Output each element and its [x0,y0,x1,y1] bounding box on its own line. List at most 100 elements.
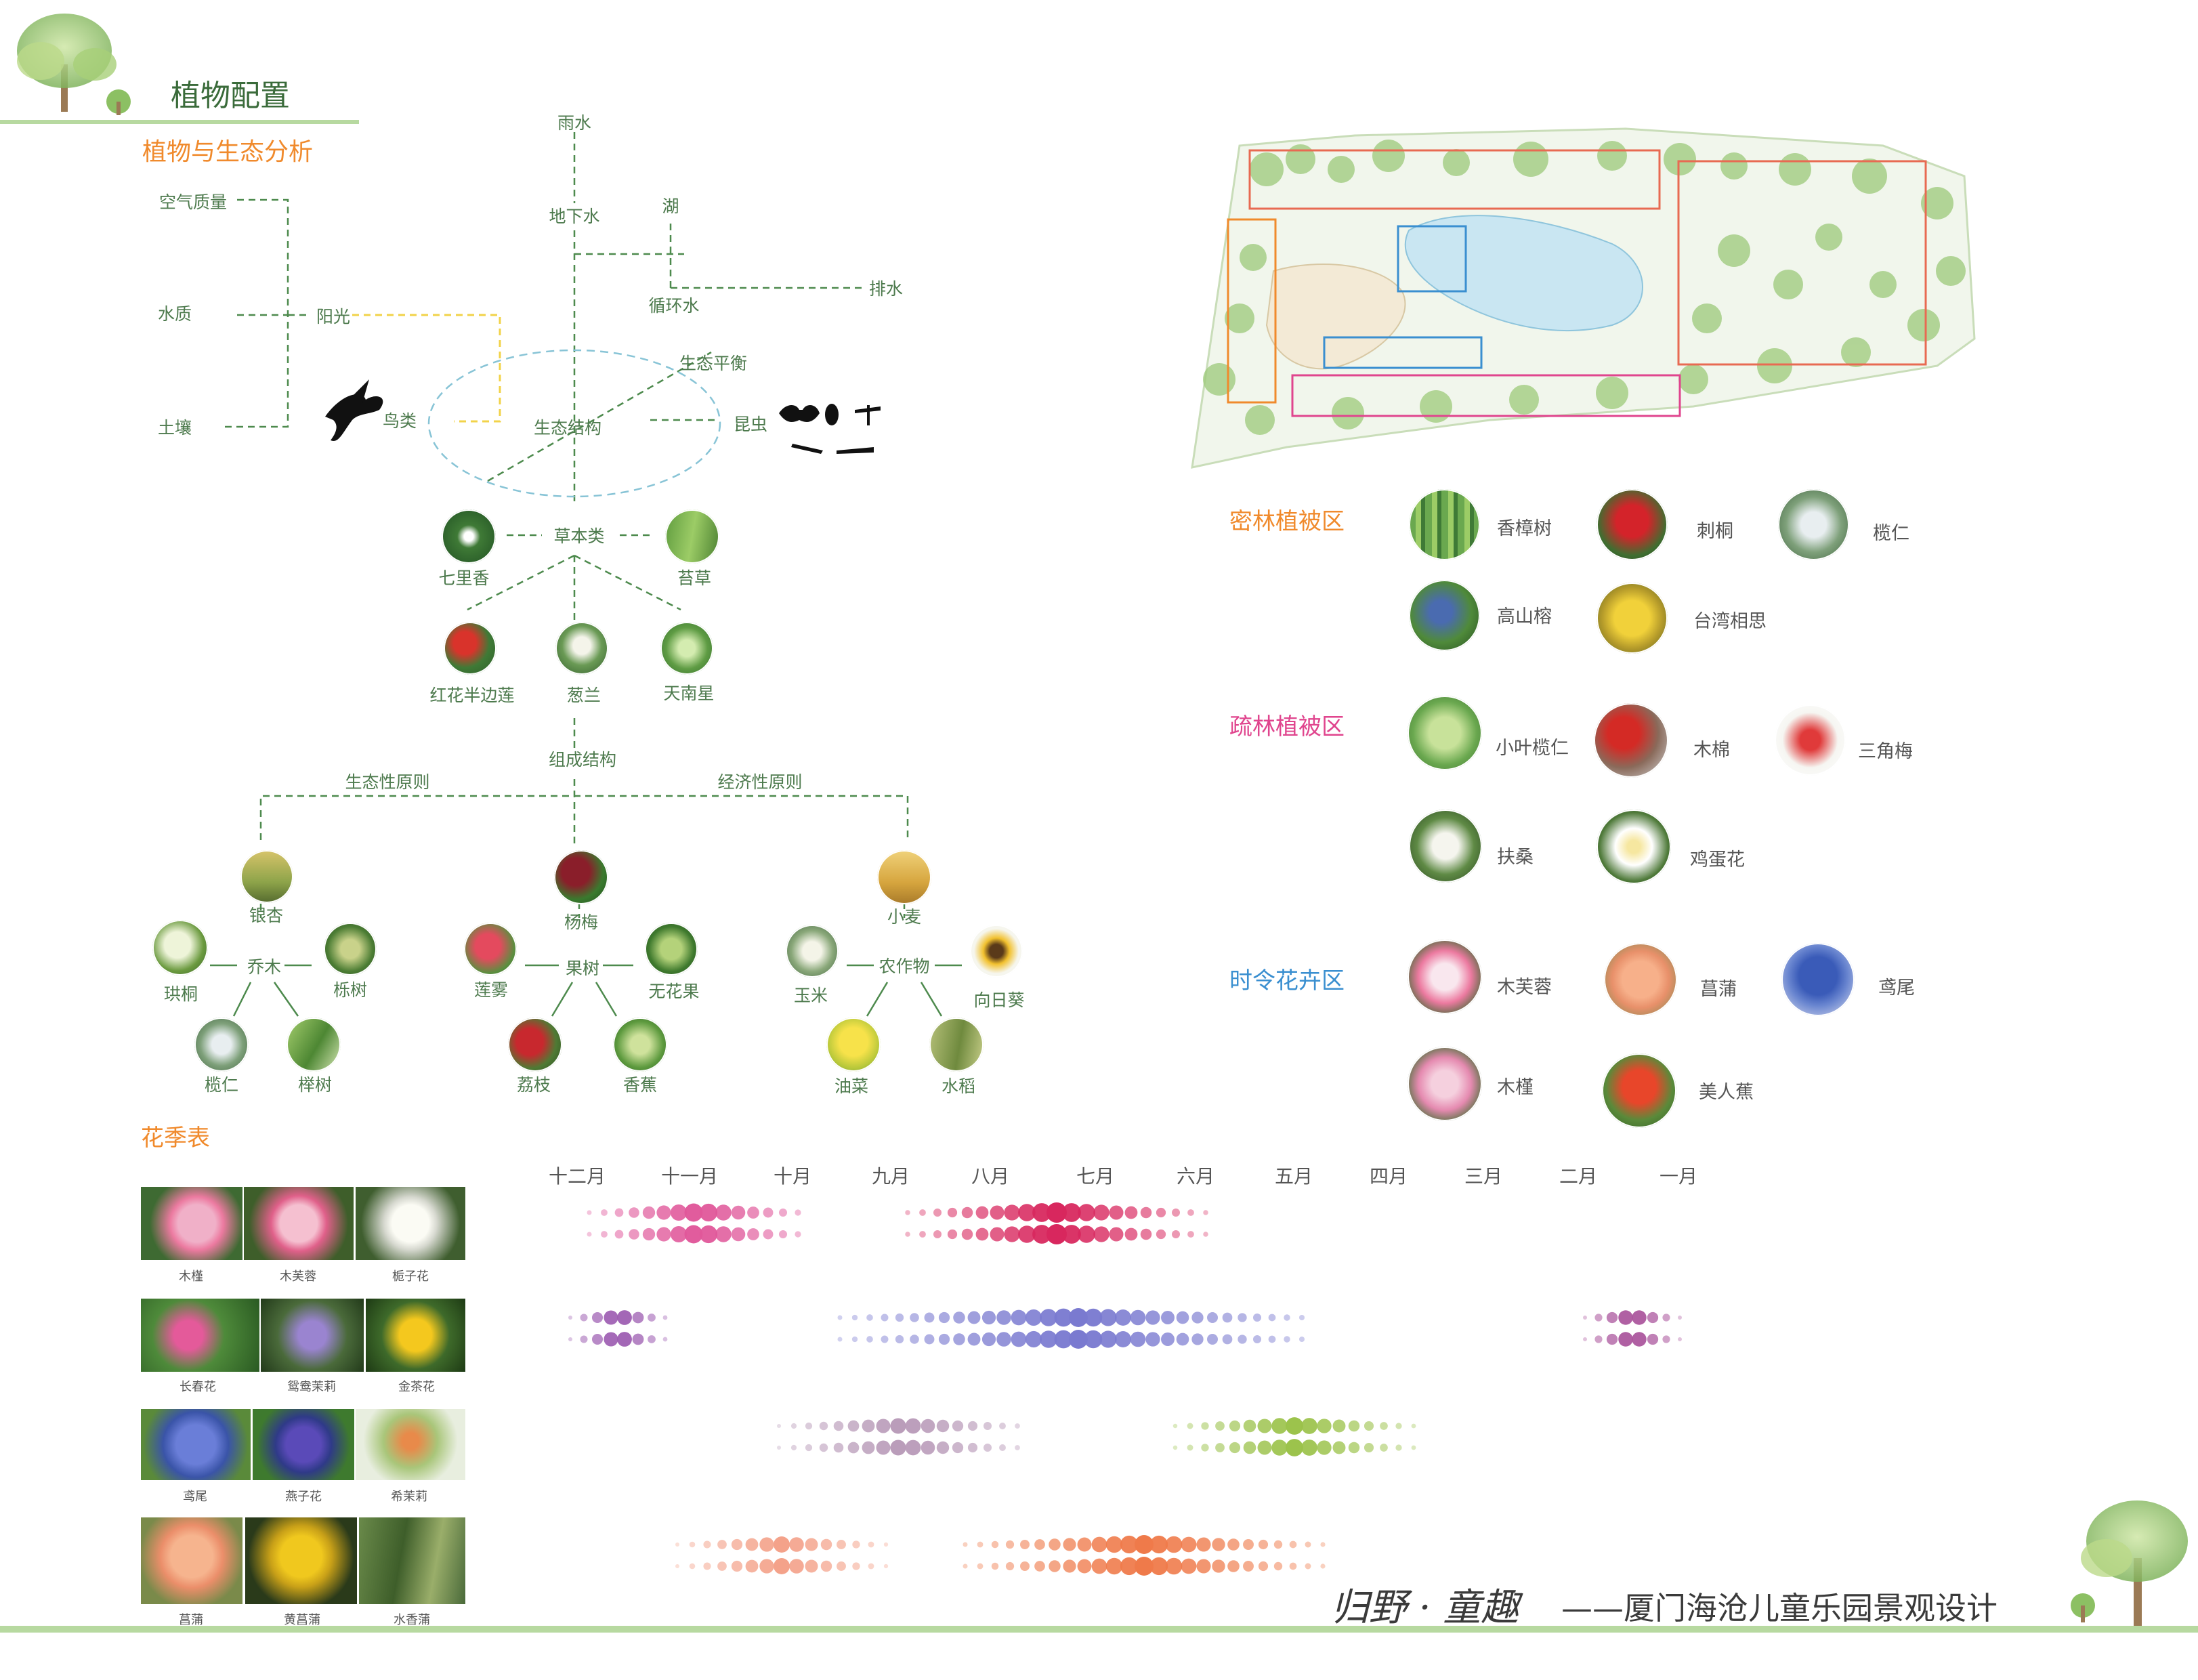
bloom-dot [1115,1331,1131,1347]
bloom-dot [1018,1204,1036,1221]
label-econ-principle: 经济性原则 [717,772,803,792]
bloom-dot [1135,1535,1154,1554]
bloom-dot [1005,1561,1015,1571]
cap-mujin: 木槿 [179,1269,203,1284]
bloom-dot [1149,1557,1168,1576]
bloom-dot [1348,1442,1360,1454]
zone-label-changpu: 菖蒲 [1700,979,1737,1000]
season-month-label: 八月 [971,1165,1010,1188]
bloom-dot [1268,1314,1276,1322]
bloom-dot [952,1442,964,1454]
zone-label-mufurong: 木芙蓉 [1497,977,1552,998]
bloom-dot [1252,1335,1262,1344]
label-guoshu: 果树 [565,959,600,978]
bloom-dot [1124,1206,1138,1219]
bloom-dot [1284,1314,1290,1321]
bloom-dot [1268,1335,1276,1343]
cap-huangchangpu: 黄菖蒲 [284,1613,320,1627]
bloom-dot [670,1225,688,1243]
zone-label-meirenjiao: 美人蕉 [1699,1082,1754,1103]
label-wuhuaguo: 无花果 [648,982,700,1001]
bloom-dot [996,1310,1011,1325]
label-youcai: 油菜 [834,1076,869,1096]
bloom-dot [1161,1332,1175,1346]
bloom-dot [868,1563,874,1570]
bloom-dot [703,1562,711,1570]
bloom-dot [952,1420,964,1432]
zone-photo-gaoshanrong [1409,580,1480,651]
bloom-dot [731,1205,746,1220]
zone-title-sparse: 疏林植被区 [1229,713,1345,740]
bloom-dot [1212,1559,1225,1573]
bloom-dot [1243,1539,1254,1550]
bloom-dot [1215,1443,1225,1452]
photo-wuhuaguo [645,923,698,975]
bloom-dot [1091,1558,1107,1574]
bloom-dot [1258,1539,1269,1550]
label-groundwater: 地下水 [549,207,600,226]
bloom-dot [1632,1332,1647,1347]
zone-photo-meirenjiao [1602,1053,1676,1128]
bloom-dot [717,1540,727,1549]
bloom-dot [805,1559,818,1573]
bloom-dot [938,1333,950,1345]
zone-label-sanjiaomei: 三角梅 [1858,741,1913,762]
bloom-dot [910,1335,919,1344]
bloom-dot [568,1316,572,1320]
bloom-dot [963,1563,968,1569]
cap-shuixiangpu: 水香蒲 [394,1613,430,1627]
bloom-dot [990,1205,1005,1220]
season-month-label: 一月 [1659,1165,1698,1188]
bloom-dot [983,1443,992,1452]
label-xiaomai: 小麦 [887,907,922,927]
bloom-dot [731,1538,743,1551]
bloom-dot [1606,1333,1618,1345]
bloom-dot [745,1559,759,1573]
bloom-dot [1257,1419,1272,1433]
bloom-dot [1047,1224,1067,1244]
bloom-dot [1172,1209,1180,1217]
label-balance: 生态平衡 [679,354,748,373]
bloom-dot [1187,1444,1193,1451]
bloom-dot [851,1336,858,1343]
bloom-dot [717,1561,727,1571]
bloom-dot [715,1204,732,1221]
bloom-dot [1286,1417,1303,1435]
zone-label-lanren: 榄仁 [1873,523,1909,544]
label-lianwu: 莲雾 [473,980,509,1000]
bloom-dot [1203,1210,1208,1215]
bloom-dot [1594,1335,1603,1343]
bloom-dot [1411,1445,1416,1450]
bloom-dot [684,1225,703,1244]
bloom-dot [632,1333,644,1345]
bloom-dot [1317,1440,1332,1455]
thumb-yuanwei [141,1409,251,1480]
bloom-dot [1364,1442,1374,1453]
bloom-dot [648,1335,656,1343]
bloom-dot [1257,1440,1272,1455]
bloom-dot [820,1538,832,1551]
bloom-dot [953,1333,965,1345]
bloom-dot [936,1441,950,1454]
bloom-dot [881,1335,889,1343]
zone-photo-changpu [1604,943,1677,1016]
bloom-dot [1395,1444,1402,1451]
bloom-dot [1049,1538,1061,1551]
bloom-dot [1187,1231,1194,1238]
bloom-dot [1063,1559,1076,1573]
bloom-dot [1222,1312,1233,1323]
label-birds: 鸟类 [382,411,417,431]
bloom-dot [1120,1557,1139,1576]
bloom-dot [1109,1205,1124,1220]
zone-photo-xiaoyelanren [1408,696,1482,770]
zone-label-xiangzhang: 香樟树 [1497,518,1552,539]
label-lanren: 榄仁 [204,1075,239,1095]
bloom-dot [1176,1311,1189,1324]
bloom-dot [819,1443,828,1452]
bloom-dot [1252,1313,1262,1322]
bloom-dot [1172,1230,1180,1238]
bloom-dot [1348,1420,1360,1432]
label-structure: 生态结构 [533,418,602,438]
label-yinxing: 银杏 [249,906,284,925]
bloom-dot [1011,1309,1027,1326]
